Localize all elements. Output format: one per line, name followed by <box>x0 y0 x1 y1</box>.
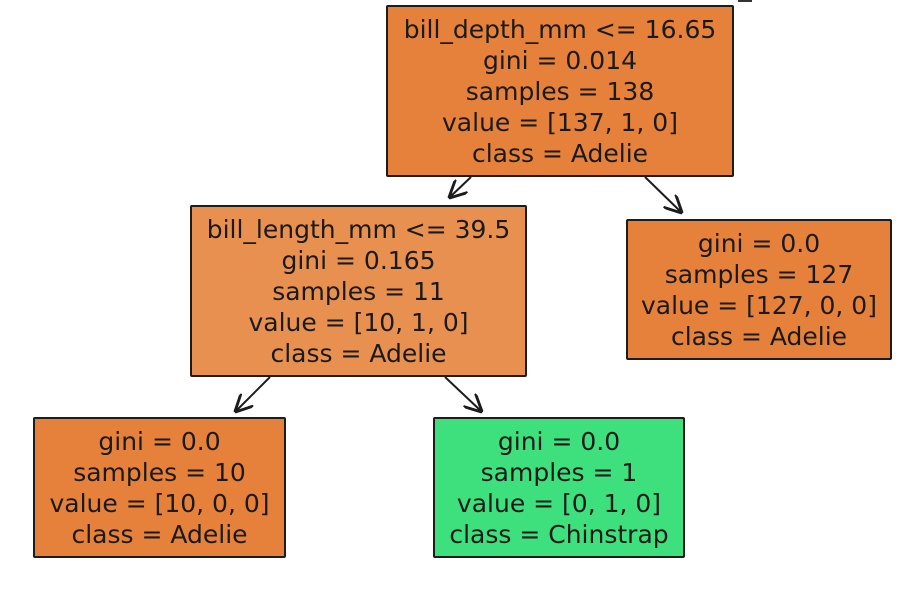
node-value: value = [10, 1, 0] <box>248 307 469 337</box>
corner-mark <box>738 0 752 2</box>
tree-node-right: gini = 0.0 samples = 127 value = [127, 0… <box>626 219 892 360</box>
node-gini: gini = 0.0 <box>98 426 221 456</box>
node-gini: gini = 0.014 <box>482 45 638 75</box>
node-gini: gini = 0.0 <box>497 426 621 456</box>
node-samples: samples = 1 <box>480 457 638 487</box>
edge-root-to-right <box>644 176 681 212</box>
node-samples: samples = 10 <box>73 457 246 487</box>
node-value: value = [127, 0, 0] <box>641 290 877 320</box>
node-class: class = Adelie <box>270 338 447 368</box>
node-samples: samples = 11 <box>272 276 445 306</box>
tree-node-leftright: gini = 0.0 samples = 1 value = [0, 1, 0]… <box>433 417 685 558</box>
node-gini: gini = 0.0 <box>697 228 821 258</box>
edge-left-to-leftright <box>444 376 481 411</box>
tree-node-leftleft: gini = 0.0 samples = 10 value = [10, 0, … <box>33 417 286 558</box>
node-class: class = Adelie <box>670 321 848 351</box>
node-value: value = [137, 1, 0] <box>442 107 678 137</box>
edge-left-to-leftleft <box>236 376 271 411</box>
edge-root-to-left <box>450 176 472 197</box>
node-gini: gini = 0.165 <box>281 245 436 275</box>
tree-node-root: bill_depth_mm <= 16.65 gini = 0.014 samp… <box>386 5 734 177</box>
node-value: value = [10, 0, 0] <box>49 488 270 518</box>
node-split: bill_depth_mm <= 16.65 <box>403 14 717 44</box>
node-samples: samples = 127 <box>664 259 854 289</box>
node-samples: samples = 138 <box>465 76 655 106</box>
node-value: value = [0, 1, 0] <box>456 488 662 518</box>
tree-node-left: bill_length_mm <= 39.5 gini = 0.165 samp… <box>190 205 527 377</box>
node-split: bill_length_mm <= 39.5 <box>206 214 511 244</box>
node-class: class = Adelie <box>71 519 248 549</box>
node-class: class = Adelie <box>471 138 649 168</box>
node-class: class = Chinstrap <box>449 519 669 549</box>
